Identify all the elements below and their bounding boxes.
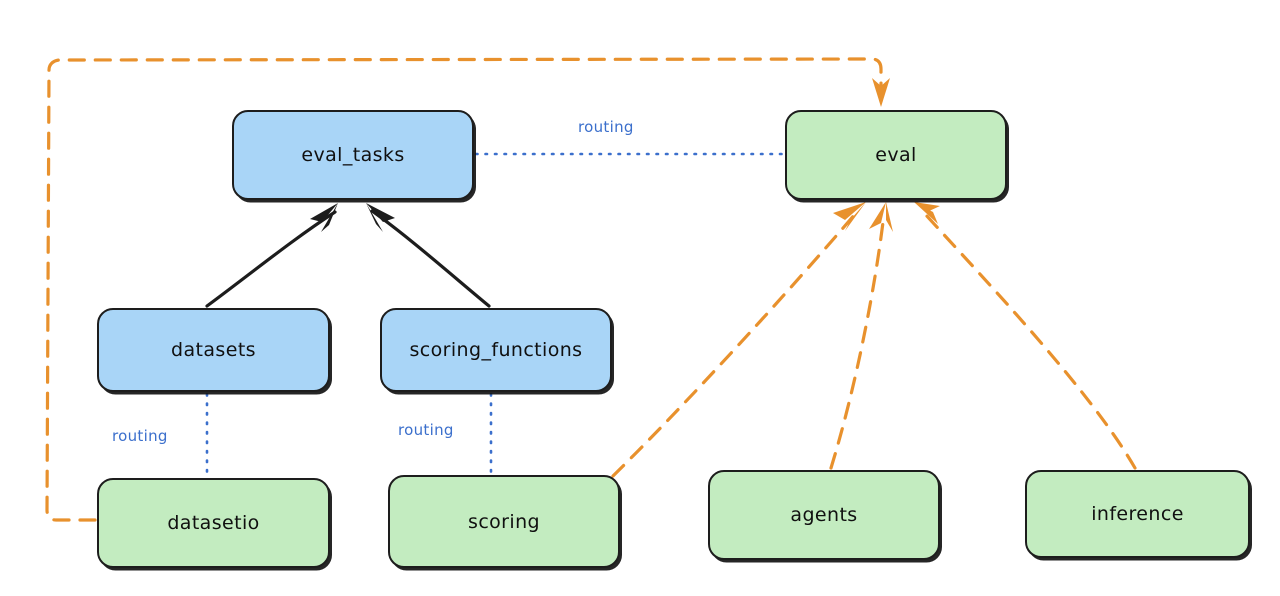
edge-inference-to-eval: [914, 202, 1137, 470]
edge-scoring-to-eval: [611, 202, 866, 478]
edge-scoring-functions-to-eval-tasks: [366, 203, 491, 308]
node-scoring-functions[interactable]: scoring_functions: [380, 308, 612, 392]
node-inference[interactable]: inference: [1025, 470, 1250, 558]
node-eval-tasks-label: eval_tasks: [301, 144, 405, 166]
node-datasetio-label: datasetio: [167, 512, 260, 534]
node-scoring-label: scoring: [468, 510, 540, 533]
node-eval-label: eval: [875, 144, 917, 166]
edge-label-routing-eval-tasks: routing: [578, 118, 634, 136]
node-inference-label: inference: [1091, 503, 1184, 525]
node-datasets[interactable]: datasets: [97, 308, 330, 392]
edge-datasetio-to-eval: [45, 57, 890, 522]
edge-agents-to-eval: [829, 202, 893, 470]
edge-label-routing-datasets: routing: [112, 427, 168, 445]
edge-label-routing-scoring-functions: routing: [398, 421, 454, 439]
node-scoring-functions-label: scoring_functions: [409, 339, 583, 361]
node-agents[interactable]: agents: [708, 470, 940, 560]
node-datasetio[interactable]: datasetio: [97, 478, 330, 568]
node-eval-tasks[interactable]: eval_tasks: [232, 110, 474, 200]
edge-datasets-to-eval-tasks: [205, 203, 338, 308]
node-agents-label: agents: [790, 504, 858, 526]
node-scoring[interactable]: scoring: [388, 475, 620, 568]
node-eval[interactable]: eval: [785, 110, 1007, 200]
node-datasets-label: datasets: [171, 339, 256, 361]
